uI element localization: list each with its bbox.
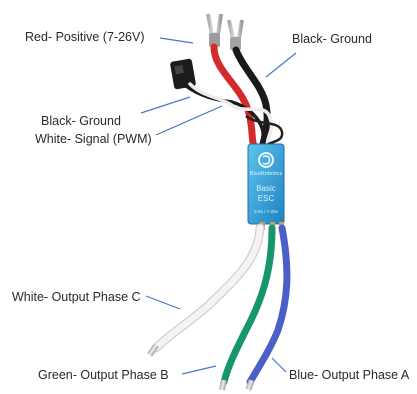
spade-connector-red — [206, 13, 223, 47]
servo-connector — [170, 58, 196, 90]
leader-black-ground-top — [265, 52, 297, 78]
label-black-ground-top: Black- Ground — [292, 32, 372, 46]
wire-black-power — [232, 46, 271, 156]
esc-model-line2: ESC — [257, 194, 275, 203]
leader-phase-b — [181, 365, 217, 375]
bluerobotics-logo-icon — [258, 152, 274, 168]
leader-phase-a — [271, 357, 287, 373]
label-blue-phase-a: Blue- Output Phase A — [289, 368, 410, 382]
wire-green-phase-b — [220, 224, 276, 386]
esc-brand: BlueRobotics — [249, 171, 283, 177]
leader-lines — [140, 37, 297, 375]
label-green-phase-b: Green- Output Phase B — [38, 368, 169, 382]
label-white-signal: White- Signal (PWM) — [35, 132, 152, 146]
spade-connector-black — [227, 19, 244, 50]
leader-black-ground-left — [140, 96, 191, 114]
wire-blue-phase-a — [246, 224, 291, 386]
leader-red-positive — [159, 37, 194, 44]
esc-spec: 2-6s / 7-26v — [254, 209, 278, 214]
wire-signal-black — [184, 84, 265, 154]
leader-phase-c — [145, 295, 181, 310]
label-white-phase-c: White- Output Phase C — [12, 290, 141, 304]
esc-model-line1: Basic — [256, 184, 276, 193]
label-black-ground-left: Black- Ground — [41, 114, 121, 128]
label-red-positive: Red- Positive (7-26V) — [25, 30, 145, 44]
wire-signal-white — [188, 82, 274, 152]
leader-white-signal — [155, 105, 223, 136]
